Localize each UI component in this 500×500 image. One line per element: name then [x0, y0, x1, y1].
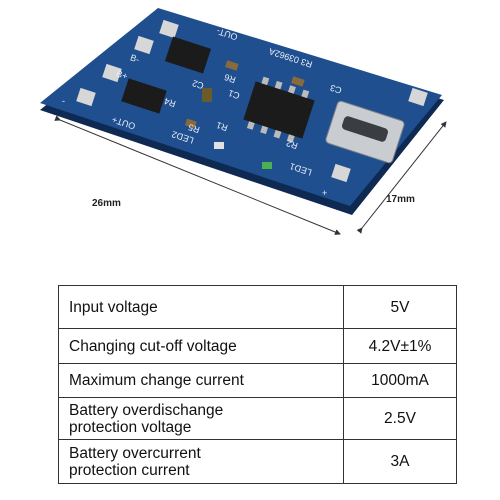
- silk-minus: -: [62, 96, 65, 106]
- silk-r6: R6: [223, 72, 237, 85]
- spec-value: 3A: [343, 439, 457, 484]
- silk-b-minus: B-: [129, 52, 141, 64]
- spec-value: 4.2V±1%: [343, 328, 457, 364]
- length-dimension-label: 26mm: [92, 198, 121, 209]
- silk-b-plus: B+: [115, 68, 129, 81]
- spec-label: Maximum change current: [58, 363, 344, 398]
- width-dimension-line: [356, 121, 447, 234]
- table-row: Maximum change current 1000mA: [58, 363, 457, 398]
- spec-label: Input voltage: [58, 285, 344, 329]
- mosfet-chip: [121, 78, 167, 114]
- protection-chip: [164, 36, 212, 74]
- silk-c2: C2: [191, 78, 205, 91]
- width-dimension-label: 17mm: [386, 194, 415, 205]
- spec-label: Changing cut-off voltage: [58, 328, 344, 364]
- silk-plus: +: [322, 188, 327, 198]
- table-row: Input voltage 5V: [58, 285, 457, 329]
- spec-value: 2.5V: [343, 397, 457, 440]
- silk-c3: C3: [329, 82, 343, 95]
- silk-r4: R4: [163, 96, 177, 109]
- spec-value: 1000mA: [343, 363, 457, 398]
- product-photo: OUT- B- B+ OUT+ - + R3 03962A C3 R6 C1 C…: [40, 8, 447, 235]
- spec-value: 5V: [343, 285, 457, 329]
- spec-table: Input voltage 5V Changing cut-off voltag…: [58, 285, 457, 484]
- pcb-board: [40, 8, 442, 206]
- silk-c1: C1: [227, 88, 241, 101]
- table-row: Changing cut-off voltage 4.2V±1%: [58, 328, 457, 364]
- length-dimension-line: [54, 115, 341, 235]
